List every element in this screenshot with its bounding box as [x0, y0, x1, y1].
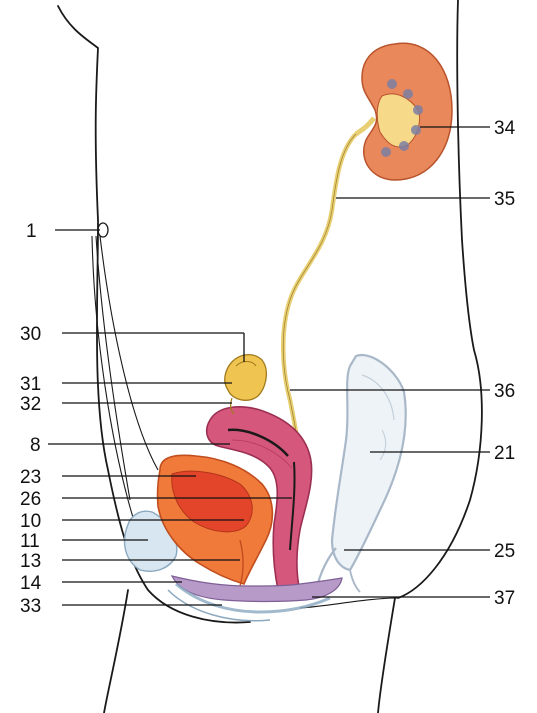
labels: 1 30 31 32 8 23 26 10 11 13 14 33 34 35 … — [20, 118, 516, 617]
label-13: 13 — [20, 551, 41, 572]
pelvic-floor — [168, 576, 342, 621]
kidney — [356, 43, 452, 180]
label-32: 32 — [20, 394, 41, 415]
label-36: 36 — [494, 381, 515, 402]
ovary-tube — [225, 355, 267, 414]
bladder — [158, 455, 273, 586]
label-10: 10 — [20, 511, 41, 532]
label-30: 30 — [20, 324, 41, 345]
ureter — [283, 134, 356, 470]
label-21: 21 — [494, 443, 515, 464]
label-37: 37 — [494, 588, 515, 609]
label-14: 14 — [20, 573, 42, 594]
label-31: 31 — [20, 374, 41, 395]
label-34: 34 — [494, 118, 516, 139]
label-35: 35 — [494, 189, 515, 210]
label-25: 25 — [494, 541, 515, 562]
label-23: 23 — [20, 467, 41, 488]
label-33: 33 — [20, 596, 41, 617]
label-26: 26 — [20, 489, 41, 510]
label-1: 1 — [26, 221, 37, 242]
inguinal-ligament-lines — [92, 223, 158, 540]
label-11: 11 — [20, 531, 40, 552]
label-8: 8 — [30, 435, 41, 456]
